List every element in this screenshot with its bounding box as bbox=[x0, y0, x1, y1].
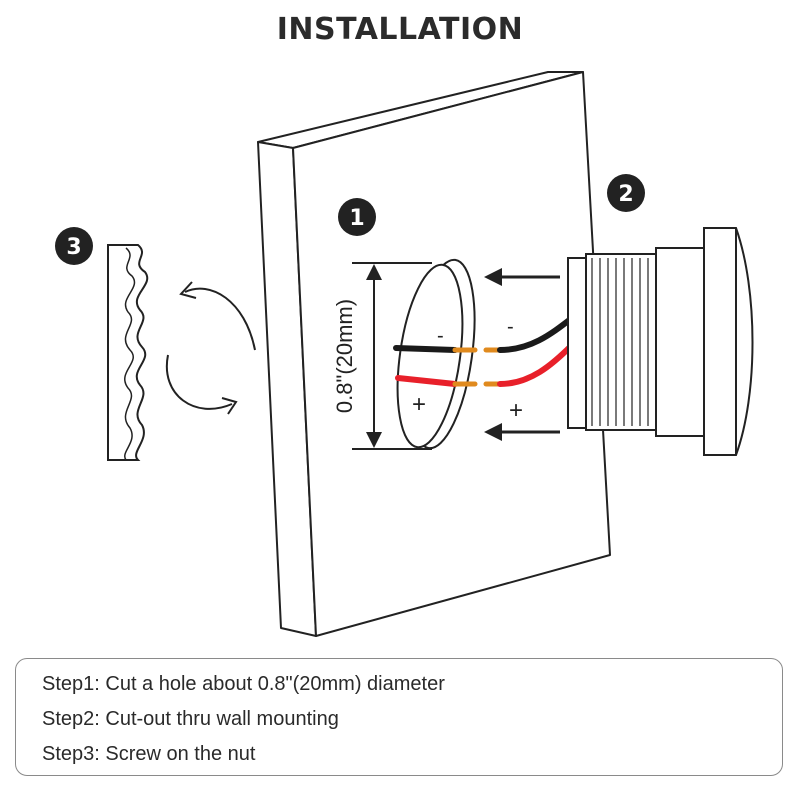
page-title: INSTALLATION bbox=[276, 12, 524, 47]
step-3-text: Step3: Screw on the nut bbox=[42, 743, 256, 765]
rotation-arrows bbox=[165, 281, 256, 415]
dimension-line bbox=[352, 262, 432, 450]
svg-text:2: 2 bbox=[618, 182, 633, 207]
installation-diagram: 0.8"(20mm) - + - + bbox=[55, 71, 754, 637]
plus-label-device: + bbox=[509, 397, 523, 424]
step-1-text: Step1: Cut a hole about 0.8"(20mm) diame… bbox=[42, 673, 445, 695]
steps-box: Step1: Cut a hole about 0.8"(20mm) diame… bbox=[15, 658, 783, 776]
plus-label-hole: + bbox=[412, 391, 426, 418]
step-2-text: Step2: Cut-out thru wall mounting bbox=[42, 708, 339, 730]
svg-text:3: 3 bbox=[66, 235, 81, 260]
badge-1: 1 bbox=[338, 198, 376, 236]
minus-label-hole: - bbox=[437, 325, 444, 347]
insertion-arrows bbox=[484, 268, 560, 441]
dimension-label: 0.8"(20mm) bbox=[332, 299, 357, 413]
badge-2: 2 bbox=[607, 174, 645, 212]
wires bbox=[393, 315, 575, 387]
svg-text:1: 1 bbox=[349, 206, 364, 231]
device bbox=[567, 227, 754, 456]
nut bbox=[107, 244, 149, 461]
badge-3: 3 bbox=[55, 227, 93, 265]
minus-label-device: - bbox=[507, 316, 514, 338]
